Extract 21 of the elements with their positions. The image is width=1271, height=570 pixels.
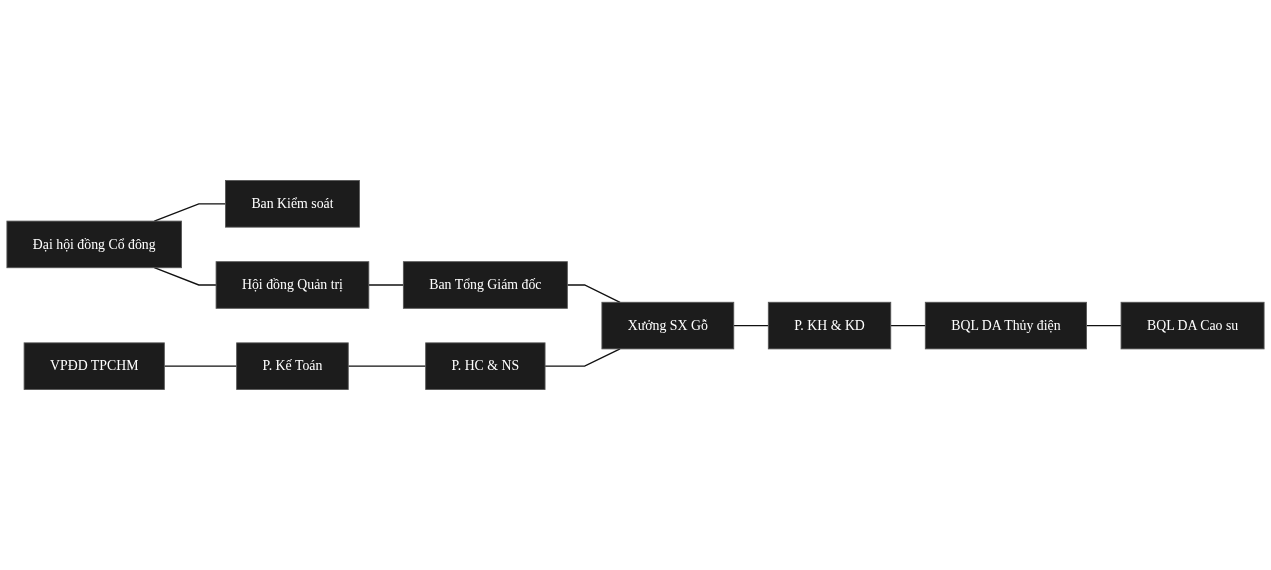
connector: [153, 267, 217, 286]
connector: [347, 365, 427, 367]
connector: [890, 324, 926, 327]
node-box: BQL DA Cao su: [1120, 301, 1265, 350]
connector: [1085, 324, 1122, 327]
connector: [566, 284, 621, 303]
connector: [544, 348, 621, 367]
node-box: P. HC & NS: [425, 342, 546, 390]
connector: [153, 203, 227, 222]
node-box: VPĐD TPCHM: [23, 342, 165, 390]
node-box: P. Kế Toán: [236, 342, 349, 390]
connector: [733, 324, 769, 327]
node-box: Hội đồng Quản trị: [215, 261, 370, 309]
node-box: Xưởng SX Gỗ: [601, 301, 735, 350]
connector: [163, 365, 238, 367]
node-box: Đại hội đồng Cổ đông: [6, 220, 182, 269]
node-box: BQL DA Thủy điện: [924, 301, 1087, 350]
node-box: Ban Kiểm soát: [225, 180, 360, 228]
node-box: P. KH & KD: [767, 301, 892, 350]
connector: [368, 284, 405, 286]
node-box: Ban Tổng Giám đốc: [402, 261, 568, 309]
